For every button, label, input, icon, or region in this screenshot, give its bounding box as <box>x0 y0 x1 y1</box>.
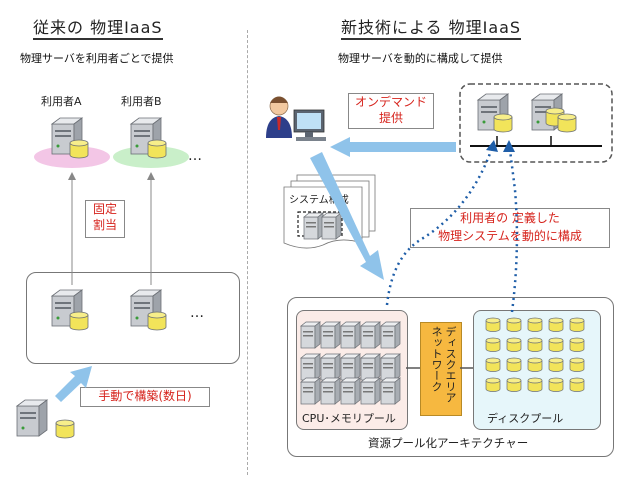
pool-disk-icon-2 <box>147 311 167 331</box>
network-label: ディスクエリア ネットワーク <box>430 326 457 403</box>
dotted-link-1 <box>385 147 494 306</box>
user-b-disk-icon <box>147 139 167 159</box>
right-subtitle: 物理サーバを動的に構成して提供 <box>338 52 503 65</box>
pool-ellipsis: … <box>190 305 205 321</box>
user-defined-label: 利用者の 定義した 物理システムを動的に構成 <box>410 208 610 248</box>
cpu-pool-label: CPU･メモリプール <box>302 412 396 425</box>
left-subtitle: 物理サーバを利用者ごとで提供 <box>20 52 174 65</box>
dotted-arrowhead-2 <box>503 140 515 152</box>
manual-build-arrow <box>55 366 92 402</box>
left-title: 従来の 物理IaaS <box>33 14 163 40</box>
user-pc-icon <box>266 96 326 141</box>
section-divider <box>247 30 248 475</box>
dotted-link-2 <box>508 149 519 313</box>
user-b-label: 利用者B <box>121 95 162 108</box>
new-disk-icon <box>55 419 75 439</box>
disk-pool-grid <box>485 317 585 392</box>
on-demand-label: オンデマンド 提供 <box>348 93 434 129</box>
new-server-icon <box>16 399 48 437</box>
user-a-disk-icon <box>69 139 89 159</box>
disk-area-network <box>420 322 462 416</box>
fixed-allocation-label: 固定 割当 <box>85 200 125 238</box>
dotted-arrowhead-1 <box>486 140 498 152</box>
config-arrow <box>310 152 384 280</box>
right-title: 新技術による 物理IaaS <box>341 14 522 40</box>
system-config-document-icon <box>283 174 376 249</box>
provided-disk-icon-3 <box>557 113 577 133</box>
users-ellipsis: … <box>188 148 203 164</box>
manual-build-label: 手動で構築(数日) <box>80 387 210 407</box>
on-demand-arrow <box>330 137 456 157</box>
provided-disk-icon-1 <box>493 113 513 133</box>
pool-disk-icon-1 <box>69 311 89 331</box>
user-a-label: 利用者A <box>41 95 82 108</box>
architecture-label: 資源プール化アーキテクチャー <box>368 436 529 450</box>
cpu-server-grid <box>300 321 401 405</box>
disk-pool-label: ディスクプール <box>487 412 564 425</box>
